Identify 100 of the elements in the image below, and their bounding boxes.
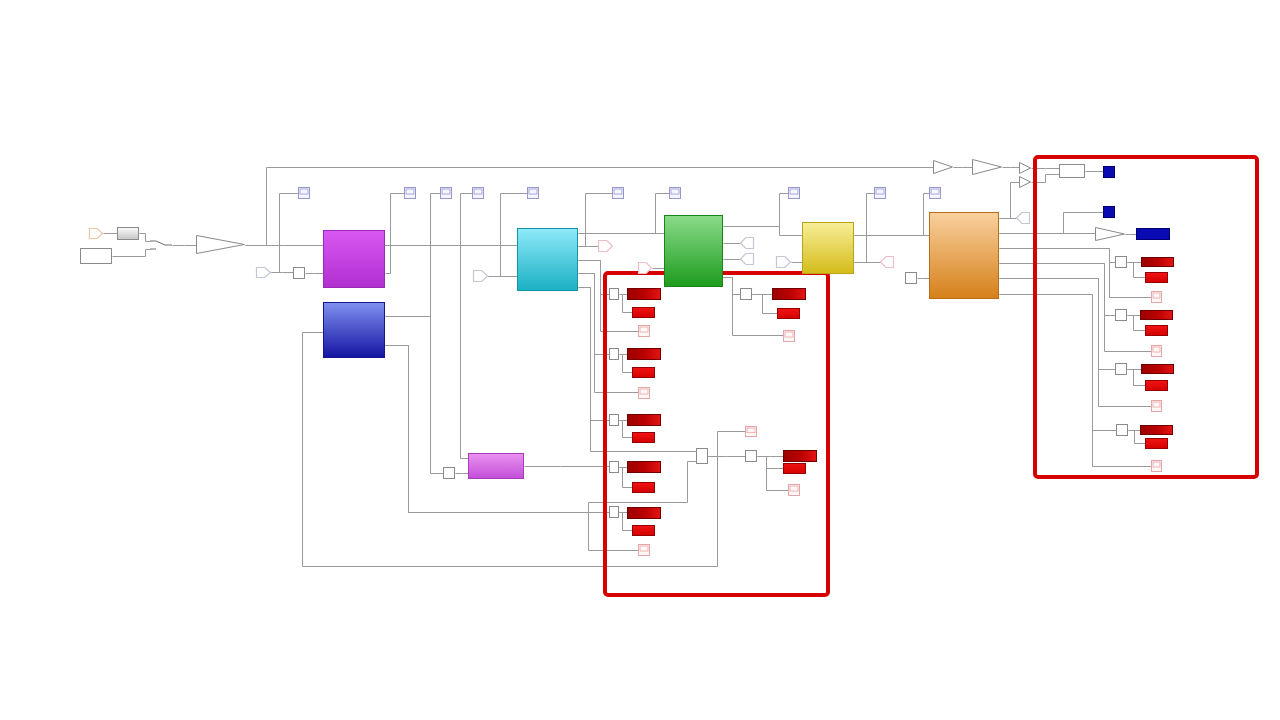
signal-line	[999, 218, 1017, 219]
display-block	[627, 507, 661, 519]
signal-line	[271, 193, 299, 273]
gain-triangle	[1019, 162, 1031, 174]
signal-line	[455, 473, 469, 474]
display-block	[627, 348, 661, 360]
signal-line	[103, 233, 118, 234]
scope-block	[638, 544, 650, 556]
subsystem-block	[323, 230, 385, 288]
scope-block	[669, 187, 681, 199]
scope-block	[612, 187, 624, 199]
signal-line	[305, 273, 324, 274]
signal-line	[723, 243, 741, 244]
gain-triangle	[1095, 227, 1125, 241]
signal-line	[723, 259, 741, 260]
signal-line	[999, 248, 1152, 298]
signal-tag	[255, 266, 272, 279]
signal-tag	[88, 227, 104, 240]
scope-block	[874, 187, 886, 199]
scope-block	[440, 187, 452, 199]
scope-block	[638, 387, 650, 399]
signal-tag	[597, 239, 614, 253]
small-block	[1116, 424, 1128, 436]
small-block	[609, 288, 619, 300]
display-block	[632, 482, 655, 493]
signal-line	[723, 193, 789, 227]
signal-line	[999, 294, 1152, 467]
display-block	[632, 525, 655, 536]
signal-line	[385, 245, 469, 459]
display-block	[1141, 257, 1174, 267]
gain-triangle	[1019, 176, 1031, 188]
display-block	[1145, 438, 1168, 449]
scope-block	[788, 187, 800, 199]
signal-line	[1127, 315, 1146, 331]
display-block	[1140, 425, 1173, 435]
scope-block	[1151, 345, 1162, 357]
signal-line	[1002, 167, 1020, 168]
display-block	[1145, 272, 1168, 283]
scope-block	[298, 187, 310, 199]
scope-block	[783, 330, 795, 342]
small-block	[740, 288, 752, 300]
subsystem-block	[664, 215, 723, 287]
display-block	[772, 288, 806, 300]
small-block	[609, 506, 619, 518]
signal-line	[139, 233, 151, 242]
signal-line	[302, 332, 718, 567]
small-block	[80, 248, 112, 264]
signal-line	[1128, 430, 1146, 444]
scope-block	[1151, 400, 1162, 412]
display-block	[783, 463, 806, 474]
signal-tag	[1015, 211, 1031, 225]
signal-line	[1127, 369, 1146, 386]
signal-line	[854, 193, 875, 263]
small-block	[1115, 256, 1127, 268]
display-block	[1141, 364, 1174, 374]
signal-line	[1031, 168, 1060, 169]
signal-line	[385, 316, 444, 474]
signal-line	[723, 277, 784, 336]
signal-tag	[775, 255, 792, 269]
gain-triangle	[196, 235, 245, 254]
switch-symbol	[149, 240, 173, 250]
small-block	[609, 414, 619, 426]
signal-line	[112, 249, 151, 257]
output-block	[1136, 228, 1170, 240]
signal-line	[578, 287, 697, 452]
signal-line	[999, 278, 1152, 407]
signal-line	[619, 467, 633, 488]
signal-line	[578, 260, 639, 332]
signal-line	[619, 420, 633, 438]
scope-block	[404, 187, 416, 199]
signal-line	[999, 263, 1152, 352]
small-block	[1115, 309, 1127, 321]
output-block	[1103, 206, 1115, 218]
display-block	[627, 414, 661, 426]
small-block	[1059, 164, 1085, 178]
small-block	[609, 461, 619, 473]
signal-line	[953, 167, 973, 168]
display-block	[1140, 310, 1173, 320]
display-block	[1145, 325, 1168, 336]
scope-block	[527, 187, 539, 199]
signal-line	[652, 268, 665, 269]
display-block	[783, 450, 817, 462]
small-block	[609, 348, 619, 360]
scope-block	[788, 484, 800, 496]
small-block	[443, 467, 455, 479]
signal-line	[245, 167, 934, 246]
signal-line	[619, 294, 633, 313]
source-block	[117, 227, 139, 240]
signal-tag	[879, 255, 895, 269]
signal-line	[619, 354, 633, 373]
display-block	[627, 288, 661, 300]
gain-triangle	[972, 159, 1002, 175]
signal-line	[1031, 174, 1060, 183]
small-block	[696, 448, 708, 464]
small-block	[745, 450, 757, 462]
signal-line	[1125, 234, 1137, 235]
signal-line	[619, 512, 633, 531]
small-block	[293, 267, 305, 279]
scope-block	[929, 187, 941, 199]
signal-line	[578, 193, 613, 247]
